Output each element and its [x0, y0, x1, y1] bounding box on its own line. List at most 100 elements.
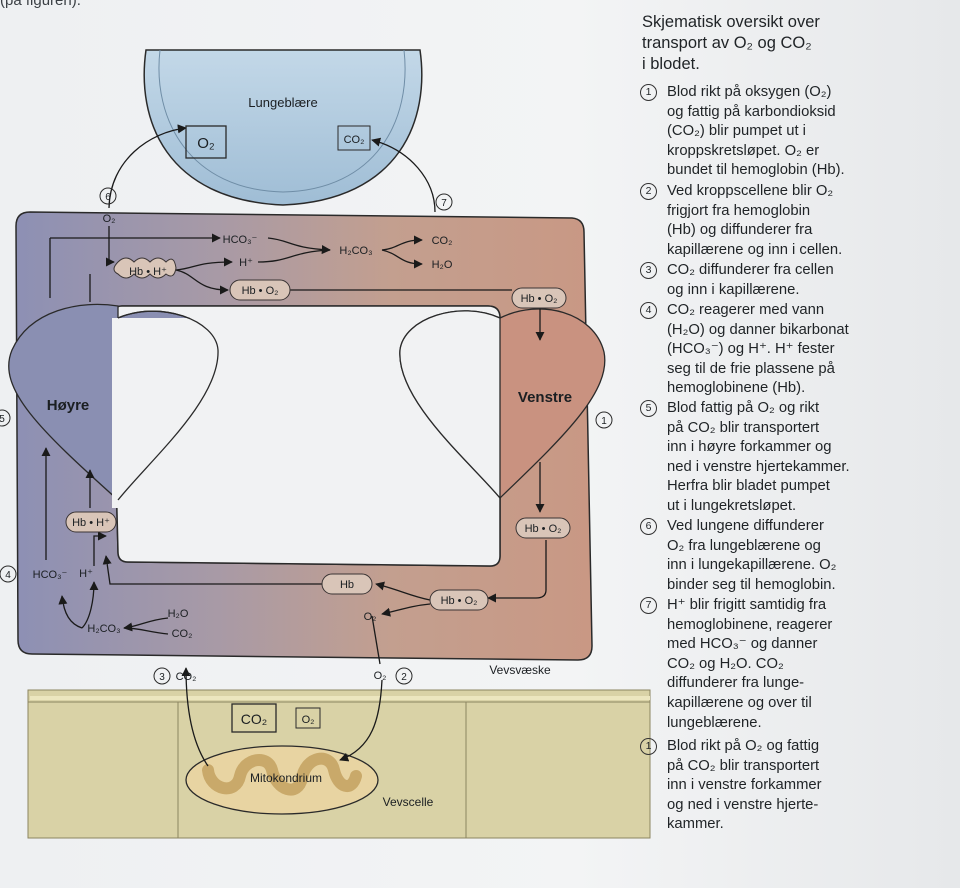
step-text: CO₂ diffunderer fra cellen og inn i kapi… — [667, 261, 942, 300]
hb-o2-pill-bottom: Hb • O₂ — [430, 590, 488, 610]
step-number: 6 — [640, 518, 657, 535]
diagram-num-1: 1 — [596, 412, 612, 428]
top-co2: CO₂ — [432, 235, 453, 247]
step-line: Herfra blir bladet pumpet — [667, 477, 942, 497]
step-number: 7 — [640, 597, 657, 614]
step-line: Blod rikt på O₂ og fattig — [667, 737, 942, 757]
step-line: ned i venstre hjertekammer. — [667, 458, 942, 478]
figure-caption: Skjematisk oversikt over transport av O₂… — [642, 12, 942, 75]
hb-o2-right-top-label: Hb • O₂ — [521, 293, 558, 305]
diagram-num-3: 3 — [154, 668, 170, 684]
step-line: hemoglobinene, reagerer — [667, 616, 942, 636]
heart-right-label: Høyre — [47, 397, 90, 414]
diagram-num-6: 6 — [100, 188, 116, 204]
step-line: med HCO₃⁻ og danner — [667, 635, 942, 655]
step-line: H⁺ blir frigitt samtidig fra — [667, 596, 942, 616]
step-line: CO₂ og H₂O. CO₂ — [667, 655, 942, 675]
bottom-h2o: H₂O — [168, 608, 189, 620]
svg-text:CO₂: CO₂ — [344, 134, 365, 146]
step-line: inn i venstre forkammer — [667, 776, 942, 796]
step-line: (CO₂) blir pumpet ut i — [667, 122, 942, 142]
caption-line-2: transport av O₂ og CO₂ — [642, 33, 942, 54]
diagram-num-7: 7 — [436, 194, 452, 210]
bottom-hco3: HCO₃⁻ — [33, 569, 68, 581]
step-line: på CO₂ blir transportert — [667, 419, 942, 439]
step-line: Ved kroppscellene blir O₂ — [667, 182, 942, 202]
step-line: binder seg til hemoglobin. — [667, 576, 942, 596]
step-number: 2 — [640, 183, 657, 200]
co2-step3-label: CO₂ — [176, 671, 197, 683]
step-line: hemoglobinene (Hb). — [667, 379, 942, 399]
step-line: kammer. — [667, 815, 942, 835]
hb-h-pill-bottom: Hb • H⁺ — [66, 512, 116, 532]
mitochondrion-label: Mitokondrium — [250, 771, 322, 785]
svg-text:6: 6 — [105, 192, 111, 203]
step-number: 1 — [640, 738, 657, 755]
diagram-num-4: 4 — [0, 566, 16, 582]
svg-text:O₂: O₂ — [302, 714, 315, 726]
bottom-co2: CO₂ — [172, 628, 193, 640]
step-line: CO₂ diffunderer fra cellen — [667, 261, 942, 281]
svg-text:3: 3 — [159, 672, 165, 683]
hb-o2-top-label: Hb • O₂ — [242, 285, 279, 297]
step-line: kapillærene og inn i cellen. — [667, 241, 942, 261]
o2-step2-label: O₂ — [374, 670, 387, 682]
lung-label: Lungeblære — [248, 95, 317, 110]
step-text: Blod rikt på O₂ og fattig på CO₂ blir tr… — [667, 737, 942, 835]
step-text: Blod rikt på oksygen (O₂) og fattig på k… — [667, 83, 942, 181]
step-line: inn i høyre forkammer og — [667, 438, 942, 458]
step-line: kapillærene og over til — [667, 694, 942, 714]
hb-label: Hb — [340, 579, 354, 591]
hb-h-bottom-label: Hb • H⁺ — [72, 517, 110, 529]
o2-in-label: O₂ — [103, 213, 116, 225]
hb-o2-bottom-label: Hb • O₂ — [441, 595, 478, 607]
svg-text:O₂: O₂ — [197, 135, 215, 152]
step-text: CO₂ reagerer med vann (H₂O) og danner bi… — [667, 301, 942, 399]
step-line: Blod fattig på O₂ og rikt — [667, 399, 942, 419]
hb-o2-pill-top: Hb • O₂ — [230, 280, 290, 300]
top-h: H⁺ — [239, 257, 253, 269]
step-number: 1 — [640, 84, 657, 101]
hb-o2-pill-right-bottom: Hb • O₂ — [516, 518, 570, 538]
step-text: Ved lungene diffunderer O₂ fra lungeblær… — [667, 517, 942, 595]
caption-line-1: Skjematisk oversikt over — [642, 12, 942, 33]
step-line: og inn i kapillærene. — [667, 281, 942, 301]
step-text: Blod fattig på O₂ og rikt på CO₂ blir tr… — [667, 399, 942, 517]
step-number: 5 — [640, 400, 657, 417]
hb-o2-pill-right-top: Hb • O₂ — [512, 288, 566, 308]
step-line: Blod rikt på oksygen (O₂) — [667, 83, 942, 103]
step-line: på CO₂ blir transportert — [667, 757, 942, 777]
hb-o2-right-bottom-label: Hb • O₂ — [525, 523, 562, 535]
bottom-h: H⁺ — [79, 568, 93, 580]
diagram-num-2: 2 — [396, 668, 412, 684]
caption-line-3: i blodet. — [642, 54, 942, 75]
step-text: H⁺ blir frigitt samtidig fra hemoglobine… — [667, 596, 942, 733]
svg-text:2: 2 — [401, 672, 407, 683]
step-line: ut i lungekretsløpet. — [667, 497, 942, 517]
step-line: kroppskretsløpet. O₂ er — [667, 142, 942, 162]
step-line: seg til de frie plassene på — [667, 360, 942, 380]
step-line: O₂ fra lungeblærene og — [667, 537, 942, 557]
bottom-o2: O₂ — [364, 611, 377, 623]
step-line: (H₂O) og danner bikarbonat — [667, 321, 942, 341]
step-line: og fattig på karbondioksid — [667, 103, 942, 123]
step-line: frigjort fra hemoglobin — [667, 202, 942, 222]
step-line: bundet til hemoglobin (Hb). — [667, 161, 942, 181]
diagram-num-5: 5 — [0, 410, 10, 426]
top-h2o: H₂O — [432, 259, 453, 271]
svg-text:5: 5 — [0, 414, 5, 425]
bottom-h2co3: H₂CO₃ — [87, 623, 120, 635]
svg-text:CO₂: CO₂ — [241, 711, 267, 727]
top-hco3: HCO₃⁻ — [223, 234, 258, 246]
hb-pill: Hb — [322, 574, 372, 594]
step-line: inn i lungekapillærene. O₂ — [667, 556, 942, 576]
svg-text:4: 4 — [5, 570, 11, 581]
heart-left-label: Venstre — [518, 389, 572, 406]
step-line: Ved lungene diffunderer — [667, 517, 942, 537]
step-number: 3 — [640, 262, 657, 279]
tissue-fluid-label: Vevsvæske — [489, 663, 551, 677]
step-line: lungeblærene. — [667, 714, 942, 734]
step-line: og ned i venstre hjerte- — [667, 796, 942, 816]
hb-h-top-label: Hb • H⁺ — [129, 266, 167, 278]
tissue-cell-label: Vevscelle — [383, 795, 434, 809]
